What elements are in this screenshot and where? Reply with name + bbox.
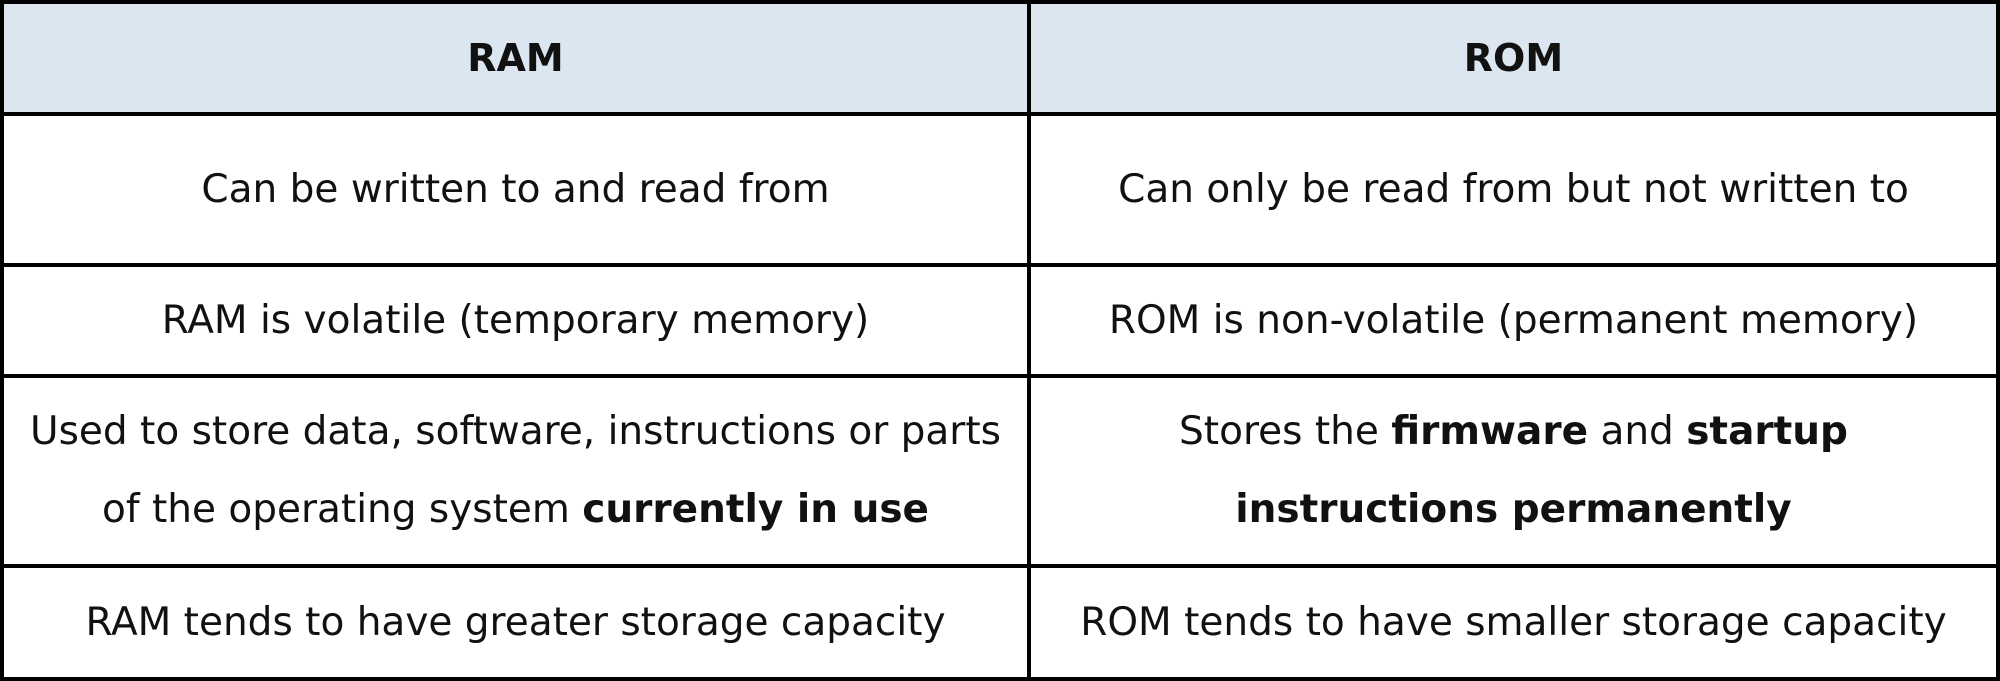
- row-4-rom-text: ROM tends to have smaller storage capaci…: [1080, 599, 1947, 645]
- row-4-ram-cell: RAM tends to have greater storage capaci…: [4, 568, 1031, 677]
- row-3-rom-text-mid: and: [1588, 409, 1687, 454]
- row-1-ram-cell: Can be written to and read from: [4, 116, 1031, 267]
- row-1-rom-cell: Can only be read from but not written to: [1031, 116, 1996, 267]
- header-rom-label: ROM: [1463, 36, 1564, 80]
- row-1-ram-text: Can be written to and read from: [201, 166, 830, 212]
- row-2-ram-text: RAM is volatile (temporary memory): [161, 297, 870, 343]
- header-ram-label: RAM: [467, 36, 564, 80]
- row-2-rom-text: ROM is non-volatile (permanent memory): [1108, 297, 1919, 343]
- header-rom: ROM: [1031, 4, 1996, 116]
- row-3-rom-emphasis-firmware: firmware: [1391, 409, 1589, 454]
- row-4-ram-text: RAM tends to have greater storage capaci…: [85, 599, 946, 645]
- row-4-rom-cell: ROM tends to have smaller storage capaci…: [1031, 568, 1996, 677]
- row-3-rom-cell: Stores the firmware and startup instruct…: [1031, 378, 1996, 568]
- row-3-ram-cell: Used to store data, software, instructio…: [4, 378, 1031, 568]
- header-ram: RAM: [4, 4, 1031, 116]
- row-1-rom-text: Can only be read from but not written to: [1118, 166, 1909, 212]
- row-2-ram-cell: RAM is volatile (temporary memory): [4, 267, 1031, 378]
- row-3-ram-paragraph: Used to store data, software, instructio…: [24, 393, 1007, 549]
- row-3-ram-text: Used to store data, software, instructio…: [30, 409, 1001, 532]
- row-3-rom-emphasis-startup: startup instructions permanently: [1235, 409, 1848, 532]
- row-2-rom-cell: ROM is non-volatile (permanent memory): [1031, 267, 1996, 378]
- row-3-ram-emphasis: currently in use: [582, 487, 930, 532]
- row-3-rom-paragraph: Stores the firmware and startup instruct…: [1151, 393, 1876, 549]
- row-3-rom-text-start: Stores the: [1179, 409, 1392, 454]
